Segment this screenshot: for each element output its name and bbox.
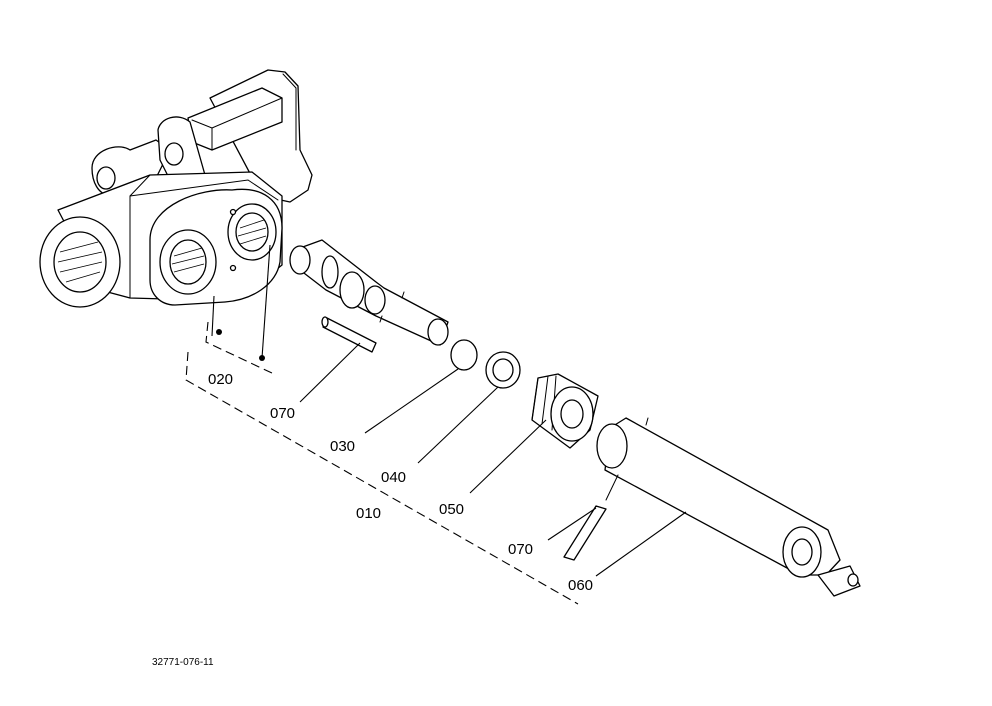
sleeve	[596, 417, 861, 597]
callout-040: 040	[381, 469, 406, 486]
assembly-brackets	[185, 321, 579, 605]
callout-010: 010	[356, 505, 381, 522]
leader-lines	[211, 244, 687, 577]
callout-050: 050	[439, 501, 464, 518]
callout-070-lower: 070	[508, 541, 533, 558]
callout-labels: 020 070 030 040 010 050 070 060	[208, 371, 593, 594]
drawing-number: 32771-076-11	[152, 657, 214, 668]
callout-070-upper: 070	[270, 405, 295, 422]
spring-pin-lower	[563, 474, 619, 561]
spring-pin-upper	[321, 316, 377, 353]
spool	[289, 239, 449, 346]
callout-060: 060	[568, 577, 593, 594]
plug-nut	[531, 373, 599, 449]
backup-ring	[485, 351, 521, 389]
valve-body	[39, 69, 313, 308]
o-ring	[450, 339, 478, 371]
callout-020: 020	[208, 371, 233, 388]
callout-030: 030	[330, 438, 355, 455]
